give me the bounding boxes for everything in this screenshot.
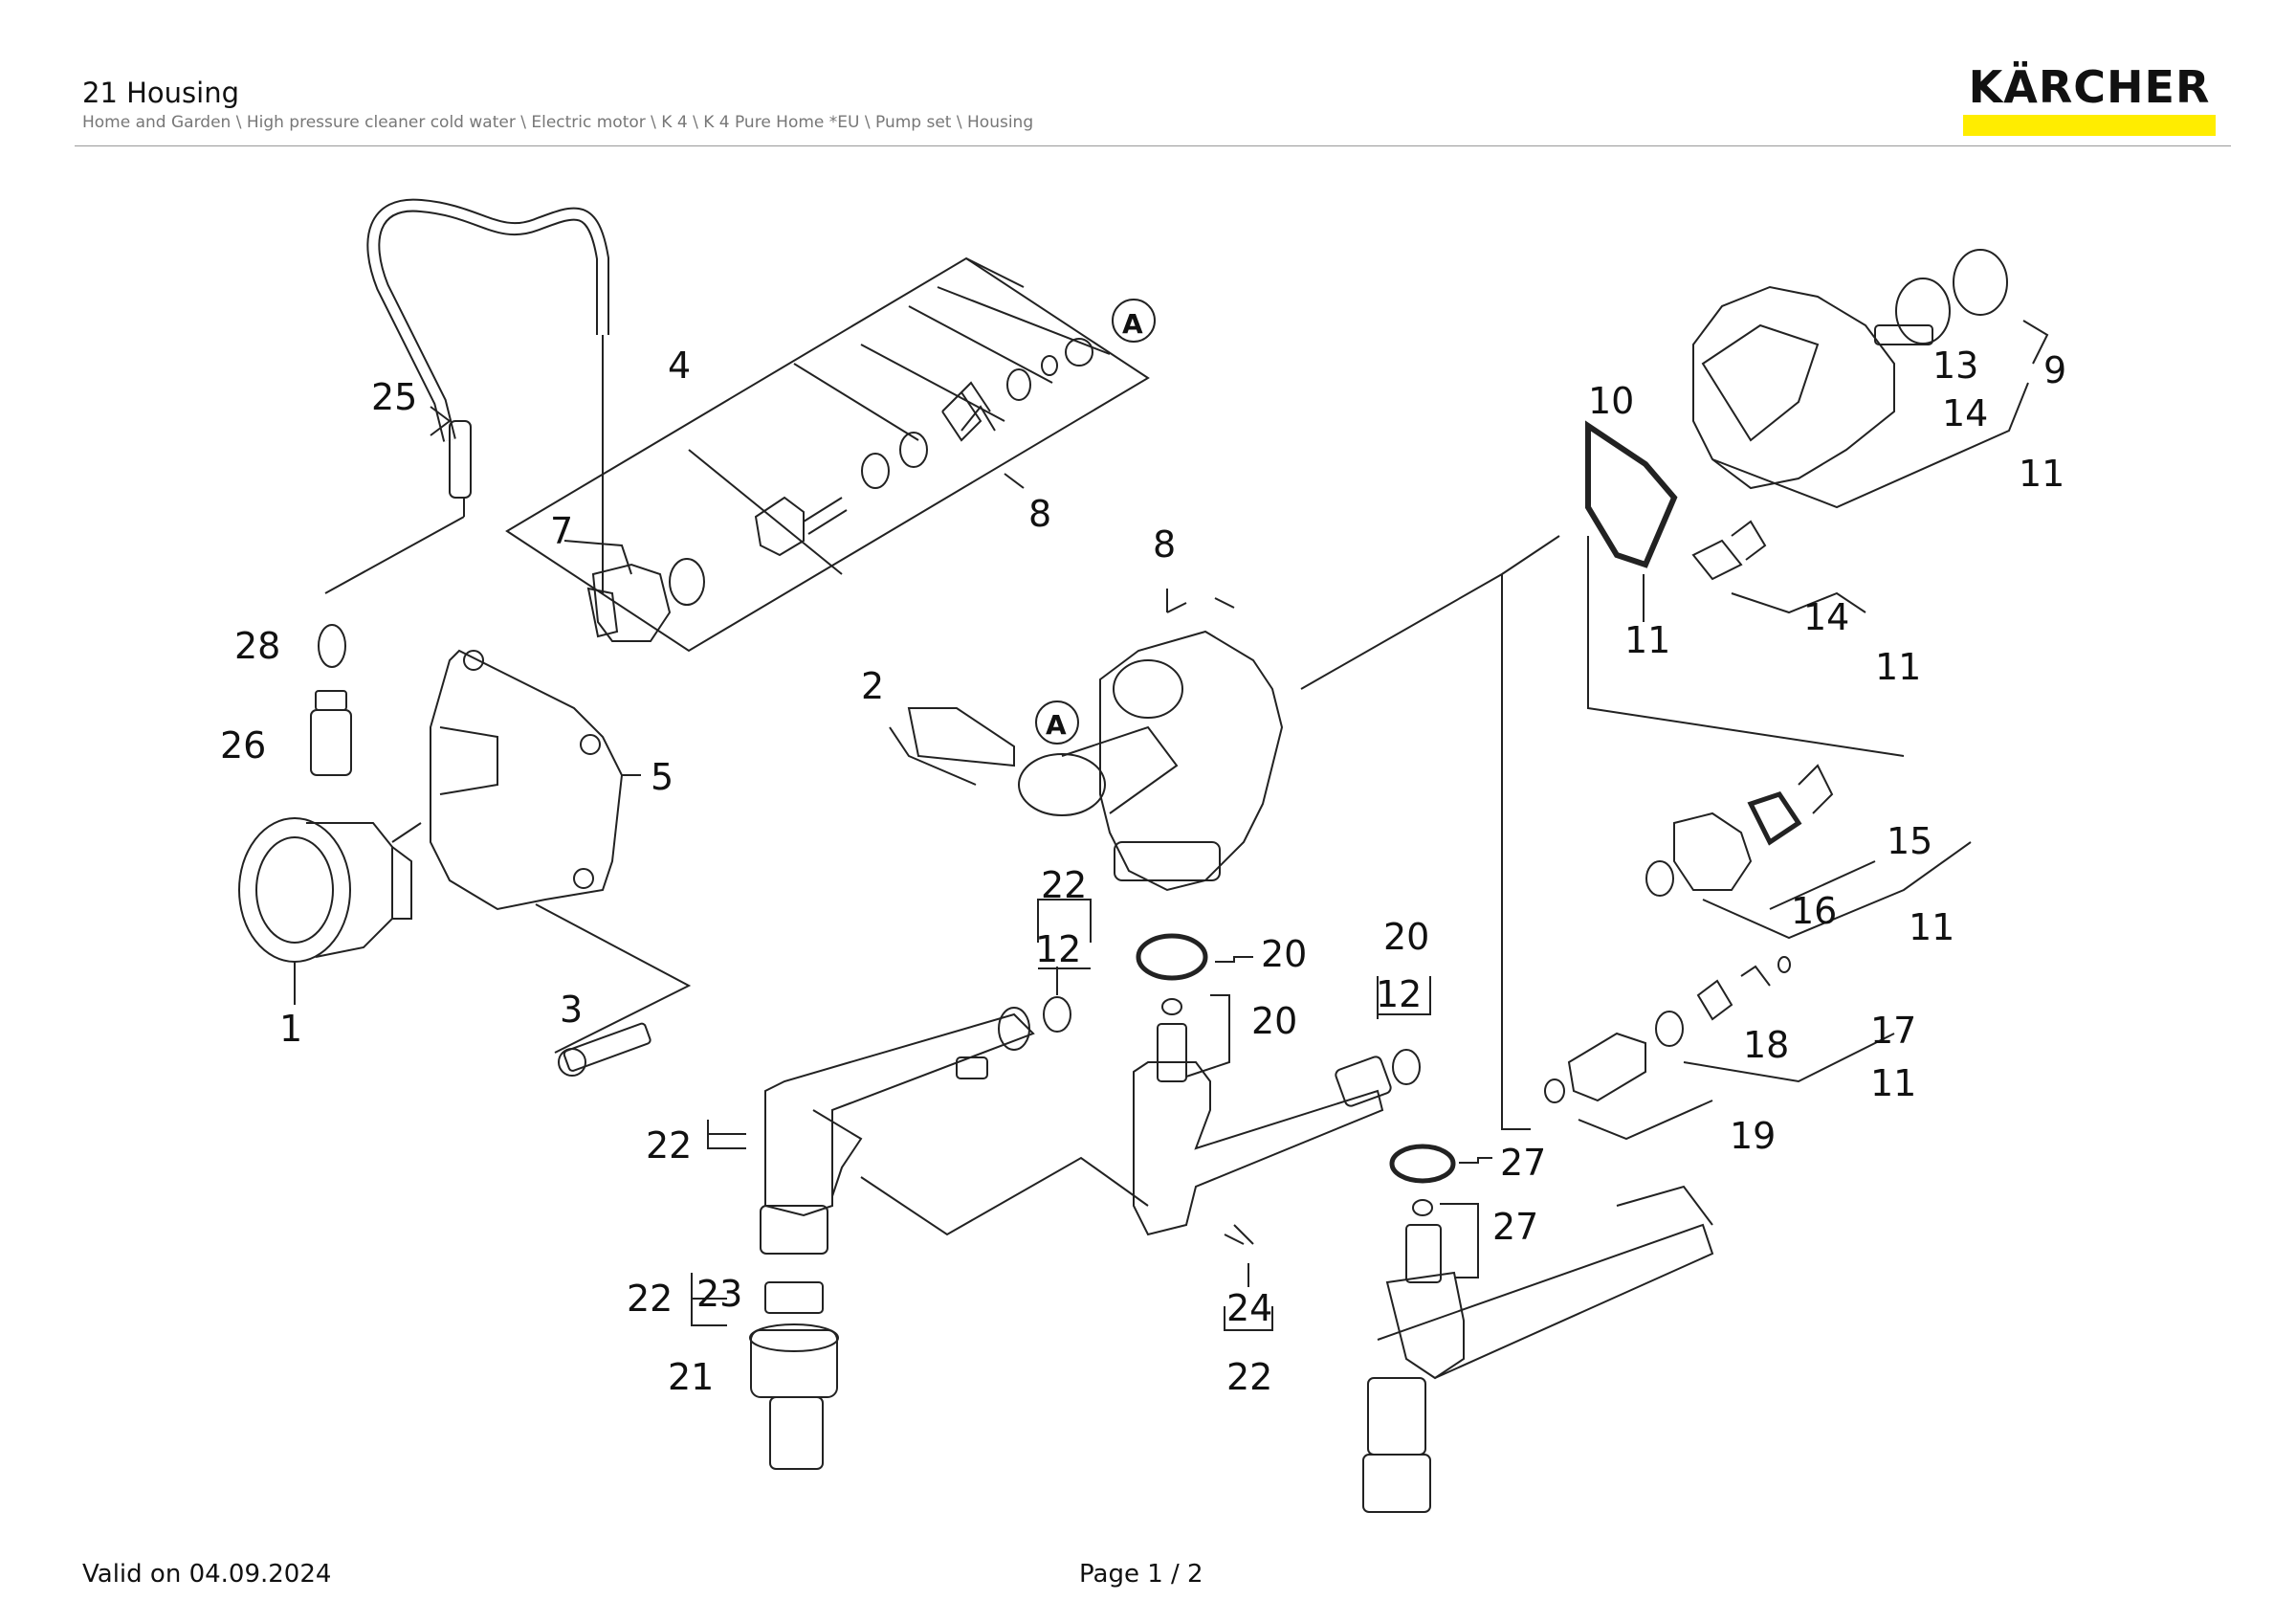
screw-part [563, 1022, 651, 1072]
breadcrumb: Home and Garden \ High pressure cleaner … [82, 113, 1034, 132]
marker-a-label: A [1046, 709, 1067, 741]
callout-label: 26 [220, 724, 266, 767]
marker-a-label: A [1122, 308, 1143, 340]
callout-label: 20 [1261, 933, 1307, 975]
valve-body-part [591, 563, 672, 642]
valid-date: Valid on 04.09.2024 [82, 1560, 332, 1589]
callout-label: 11 [2019, 453, 2064, 495]
valve-part [1673, 812, 1753, 891]
callout-label: 21 [668, 1356, 714, 1398]
valve-insert-part [1567, 1032, 1646, 1102]
callout-label: 14 [1942, 392, 1988, 434]
cylinder-head-part [1692, 285, 1895, 490]
callout-label: 7 [550, 510, 573, 552]
pump-head-part [1099, 630, 1284, 892]
callout-label: 11 [1870, 1062, 1916, 1104]
callout-label: 12 [1376, 973, 1422, 1015]
callout-label: 5 [651, 756, 673, 798]
callout-label: 14 [1803, 596, 1849, 638]
outlet-pipe-part [1133, 1061, 1384, 1236]
callout-label: 17 [1870, 1010, 1916, 1052]
o-ring-part [318, 624, 346, 668]
logo-yellow-bar [1963, 115, 2216, 136]
callout-label: 25 [371, 376, 417, 418]
callout-label: 19 [1730, 1115, 1776, 1157]
callout-label: 9 [2043, 349, 2066, 391]
callout-label: 3 [560, 989, 583, 1031]
callout-label: 8 [1153, 523, 1176, 566]
clip-part [907, 707, 1015, 767]
callout-label: 22 [1226, 1356, 1272, 1398]
callout-label: 27 [1492, 1206, 1538, 1248]
callout-label: 18 [1743, 1024, 1789, 1066]
callout-label: 28 [234, 625, 280, 667]
callout-label: 11 [1875, 646, 1921, 688]
gasket-part [1585, 420, 1678, 568]
callout-label: 23 [696, 1273, 742, 1315]
hose-coupling [449, 420, 472, 499]
page-title: 21 Housing [82, 77, 240, 109]
housing-part [430, 649, 624, 911]
karcher-logo: KÄRCHER [1963, 63, 2216, 136]
callout-label: 20 [1251, 1000, 1297, 1042]
callout-label: 11 [1909, 906, 1954, 948]
nipple-part [315, 690, 347, 711]
inlet-pipe-part [764, 1012, 1035, 1217]
callout-label: 4 [668, 345, 691, 387]
callout-label: 22 [1041, 864, 1087, 906]
page-number: Page 1 / 2 [1079, 1560, 1203, 1589]
callout-label: 24 [1226, 1287, 1272, 1329]
callout-label: 22 [646, 1124, 692, 1167]
callout-label: 13 [1932, 345, 1978, 387]
thread-part [760, 1205, 828, 1255]
logo-text: KÄRCHER [1968, 61, 2211, 113]
callout-label: 15 [1887, 820, 1932, 862]
callout-label: 20 [1383, 916, 1429, 958]
marker-a [1112, 299, 1156, 343]
outlet-pipe-part [1405, 1224, 1442, 1283]
callout-label: 8 [1028, 493, 1051, 535]
callout-label: 27 [1500, 1142, 1546, 1184]
header-divider [75, 145, 2231, 146]
callout-label: 10 [1588, 380, 1634, 422]
callout-label: 22 [627, 1278, 673, 1320]
callout-label: 16 [1791, 890, 1837, 932]
tap-connector-part [750, 1329, 838, 1398]
callout-label: 11 [1624, 619, 1670, 661]
callout-label: 2 [861, 665, 884, 707]
marker-a [1035, 700, 1079, 745]
callout-label: 1 [279, 1008, 302, 1050]
callout-label: 12 [1035, 928, 1081, 970]
